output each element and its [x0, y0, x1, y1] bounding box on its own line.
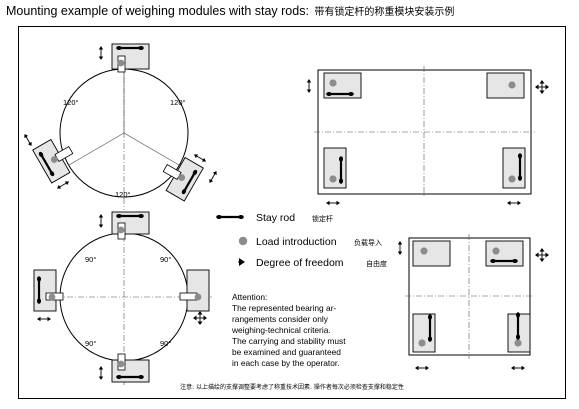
attention-line-1: The represented bearing ar-	[232, 303, 336, 313]
module-left-90	[33, 269, 64, 322]
angle-90-br: 90°	[160, 339, 171, 348]
title-en: Mounting example of weighing modules wit…	[6, 4, 309, 18]
module-bottom-90	[98, 353, 150, 383]
attention-note: Attention: The represented bearing ar- r…	[231, 292, 346, 368]
attention-line-3: weighing-technical criteria.	[231, 325, 331, 335]
circle-90-arrangement: 90° 90° 90° 90°	[33, 211, 212, 386]
attention-line-5: be examined and guaranteed	[232, 347, 341, 357]
module-rect2-tl	[397, 240, 451, 267]
legend: Stay rod 锁定杆 Load introduction 负载导入 Degr…	[215, 212, 387, 269]
module-rect2-br	[507, 311, 531, 371]
circle-120-arrangement: 120° 120° 120°	[22, 43, 219, 210]
angle-120-bottom: 120°	[115, 190, 131, 199]
rectangle-arrangement-2	[397, 234, 550, 371]
attention-line-4: The carrying and stability must	[232, 336, 346, 346]
legend-load-introduction: Load introduction 负载导入	[238, 236, 382, 248]
arrow-freedom-icon	[238, 258, 245, 266]
module-rect2-bl	[412, 313, 436, 371]
module-rect1-tr	[486, 72, 550, 99]
legend-stay-rod-label: Stay rod	[256, 212, 295, 224]
module-right-90	[179, 269, 210, 326]
module-rect1-bl	[323, 147, 347, 206]
title-zh: 带有锁定杆的称重模块安装示例	[314, 7, 455, 18]
module-right-120	[162, 156, 204, 202]
rectangle-arrangement-1	[306, 66, 550, 206]
footer-note-zh: 注意: 以上描绘的支撑调整要考虑了称重技术因素. 操作者每次必须检查支撑和稳定性	[180, 383, 404, 391]
legend-load-zh: 负载导入	[354, 238, 382, 247]
module-rect1-tl	[306, 72, 362, 99]
load-dot-icon	[238, 236, 248, 246]
module-rect2-tr	[485, 240, 550, 267]
diagram-frame	[18, 26, 566, 399]
legend-stay-rod-zh: 锁定杆	[312, 214, 333, 223]
module-left-120	[32, 138, 74, 184]
stay-rod-icon	[215, 213, 245, 221]
legend-degree-of-freedom: Degree of freedom 自由度	[238, 257, 387, 269]
module-top-90	[98, 211, 150, 240]
page-title: Mounting example of weighing modules wit…	[6, 3, 454, 18]
module-top-120	[98, 43, 150, 73]
legend-load-label: Load introduction	[256, 236, 337, 248]
module-rect1-br	[502, 147, 526, 206]
attention-line-2: rangements consider only	[232, 314, 329, 324]
angle-90-tl: 90°	[85, 255, 96, 264]
angle-90-tr: 90°	[160, 255, 171, 264]
attention-line-6: in each case by the operator.	[232, 358, 340, 368]
attention-heading: Attention:	[232, 292, 267, 302]
legend-freedom-label: Degree of freedom	[256, 257, 344, 269]
legend-freedom-zh: 自由度	[366, 259, 387, 268]
angle-90-bl: 90°	[85, 339, 96, 348]
angle-120-left: 120°	[63, 98, 79, 107]
angle-120-right: 120°	[170, 98, 186, 107]
legend-stay-rod: Stay rod 锁定杆	[215, 212, 333, 224]
